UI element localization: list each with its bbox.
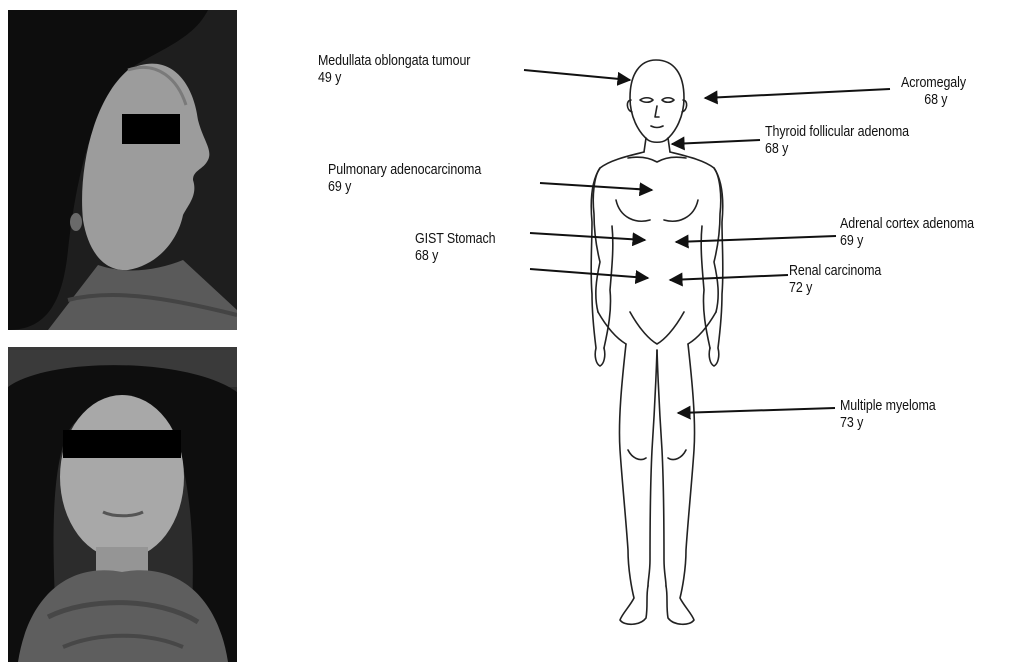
label-medulla: Medullata oblongata tumour 49 y (318, 53, 470, 87)
arrow-adrenal (676, 236, 836, 242)
label-name: Pulmonary adenocarcinoma (328, 162, 481, 179)
arrow-thyroid (672, 140, 760, 144)
label-thyroid: Thyroid follicular adenoma 68 y (765, 124, 909, 158)
label-name: Multiple myeloma (840, 398, 936, 415)
label-renal: Renal carcinoma 72 y (789, 263, 881, 297)
annotation-arrows (524, 70, 890, 413)
label-age: 73 y (840, 415, 936, 432)
arrow-gist-lower (530, 269, 648, 278)
label-name: Adrenal cortex adenoma (840, 216, 974, 233)
arrow-gist (530, 233, 645, 240)
arrow-medulla (524, 70, 630, 80)
label-age: 69 y (328, 179, 481, 196)
label-age: 68 y (765, 141, 909, 158)
label-myeloma: Multiple myeloma 73 y (840, 398, 936, 432)
arrow-myeloma (678, 408, 835, 413)
label-age: 49 y (318, 70, 470, 87)
label-name: Thyroid follicular adenoma (765, 124, 909, 141)
label-age: 68 y (415, 248, 496, 265)
label-pulmonary: Pulmonary adenocarcinoma 69 y (328, 162, 481, 196)
label-name: Medullata oblongata tumour (318, 53, 470, 70)
arrow-acromegaly (705, 89, 890, 98)
arrow-renal (670, 275, 788, 280)
label-gist: GIST Stomach 68 y (415, 231, 496, 265)
body-outline (591, 60, 723, 624)
label-age: 72 y (789, 280, 881, 297)
label-acromegaly: Acromegaly 68 y (901, 75, 966, 109)
label-name: Acromegaly (901, 75, 966, 92)
label-adrenal: Adrenal cortex adenoma 69 y (840, 216, 974, 250)
label-age: 69 y (840, 233, 974, 250)
label-age: 68 y (901, 92, 966, 109)
label-name: GIST Stomach (415, 231, 496, 248)
label-name: Renal carcinoma (789, 263, 881, 280)
arrow-pulmonary (540, 183, 652, 190)
